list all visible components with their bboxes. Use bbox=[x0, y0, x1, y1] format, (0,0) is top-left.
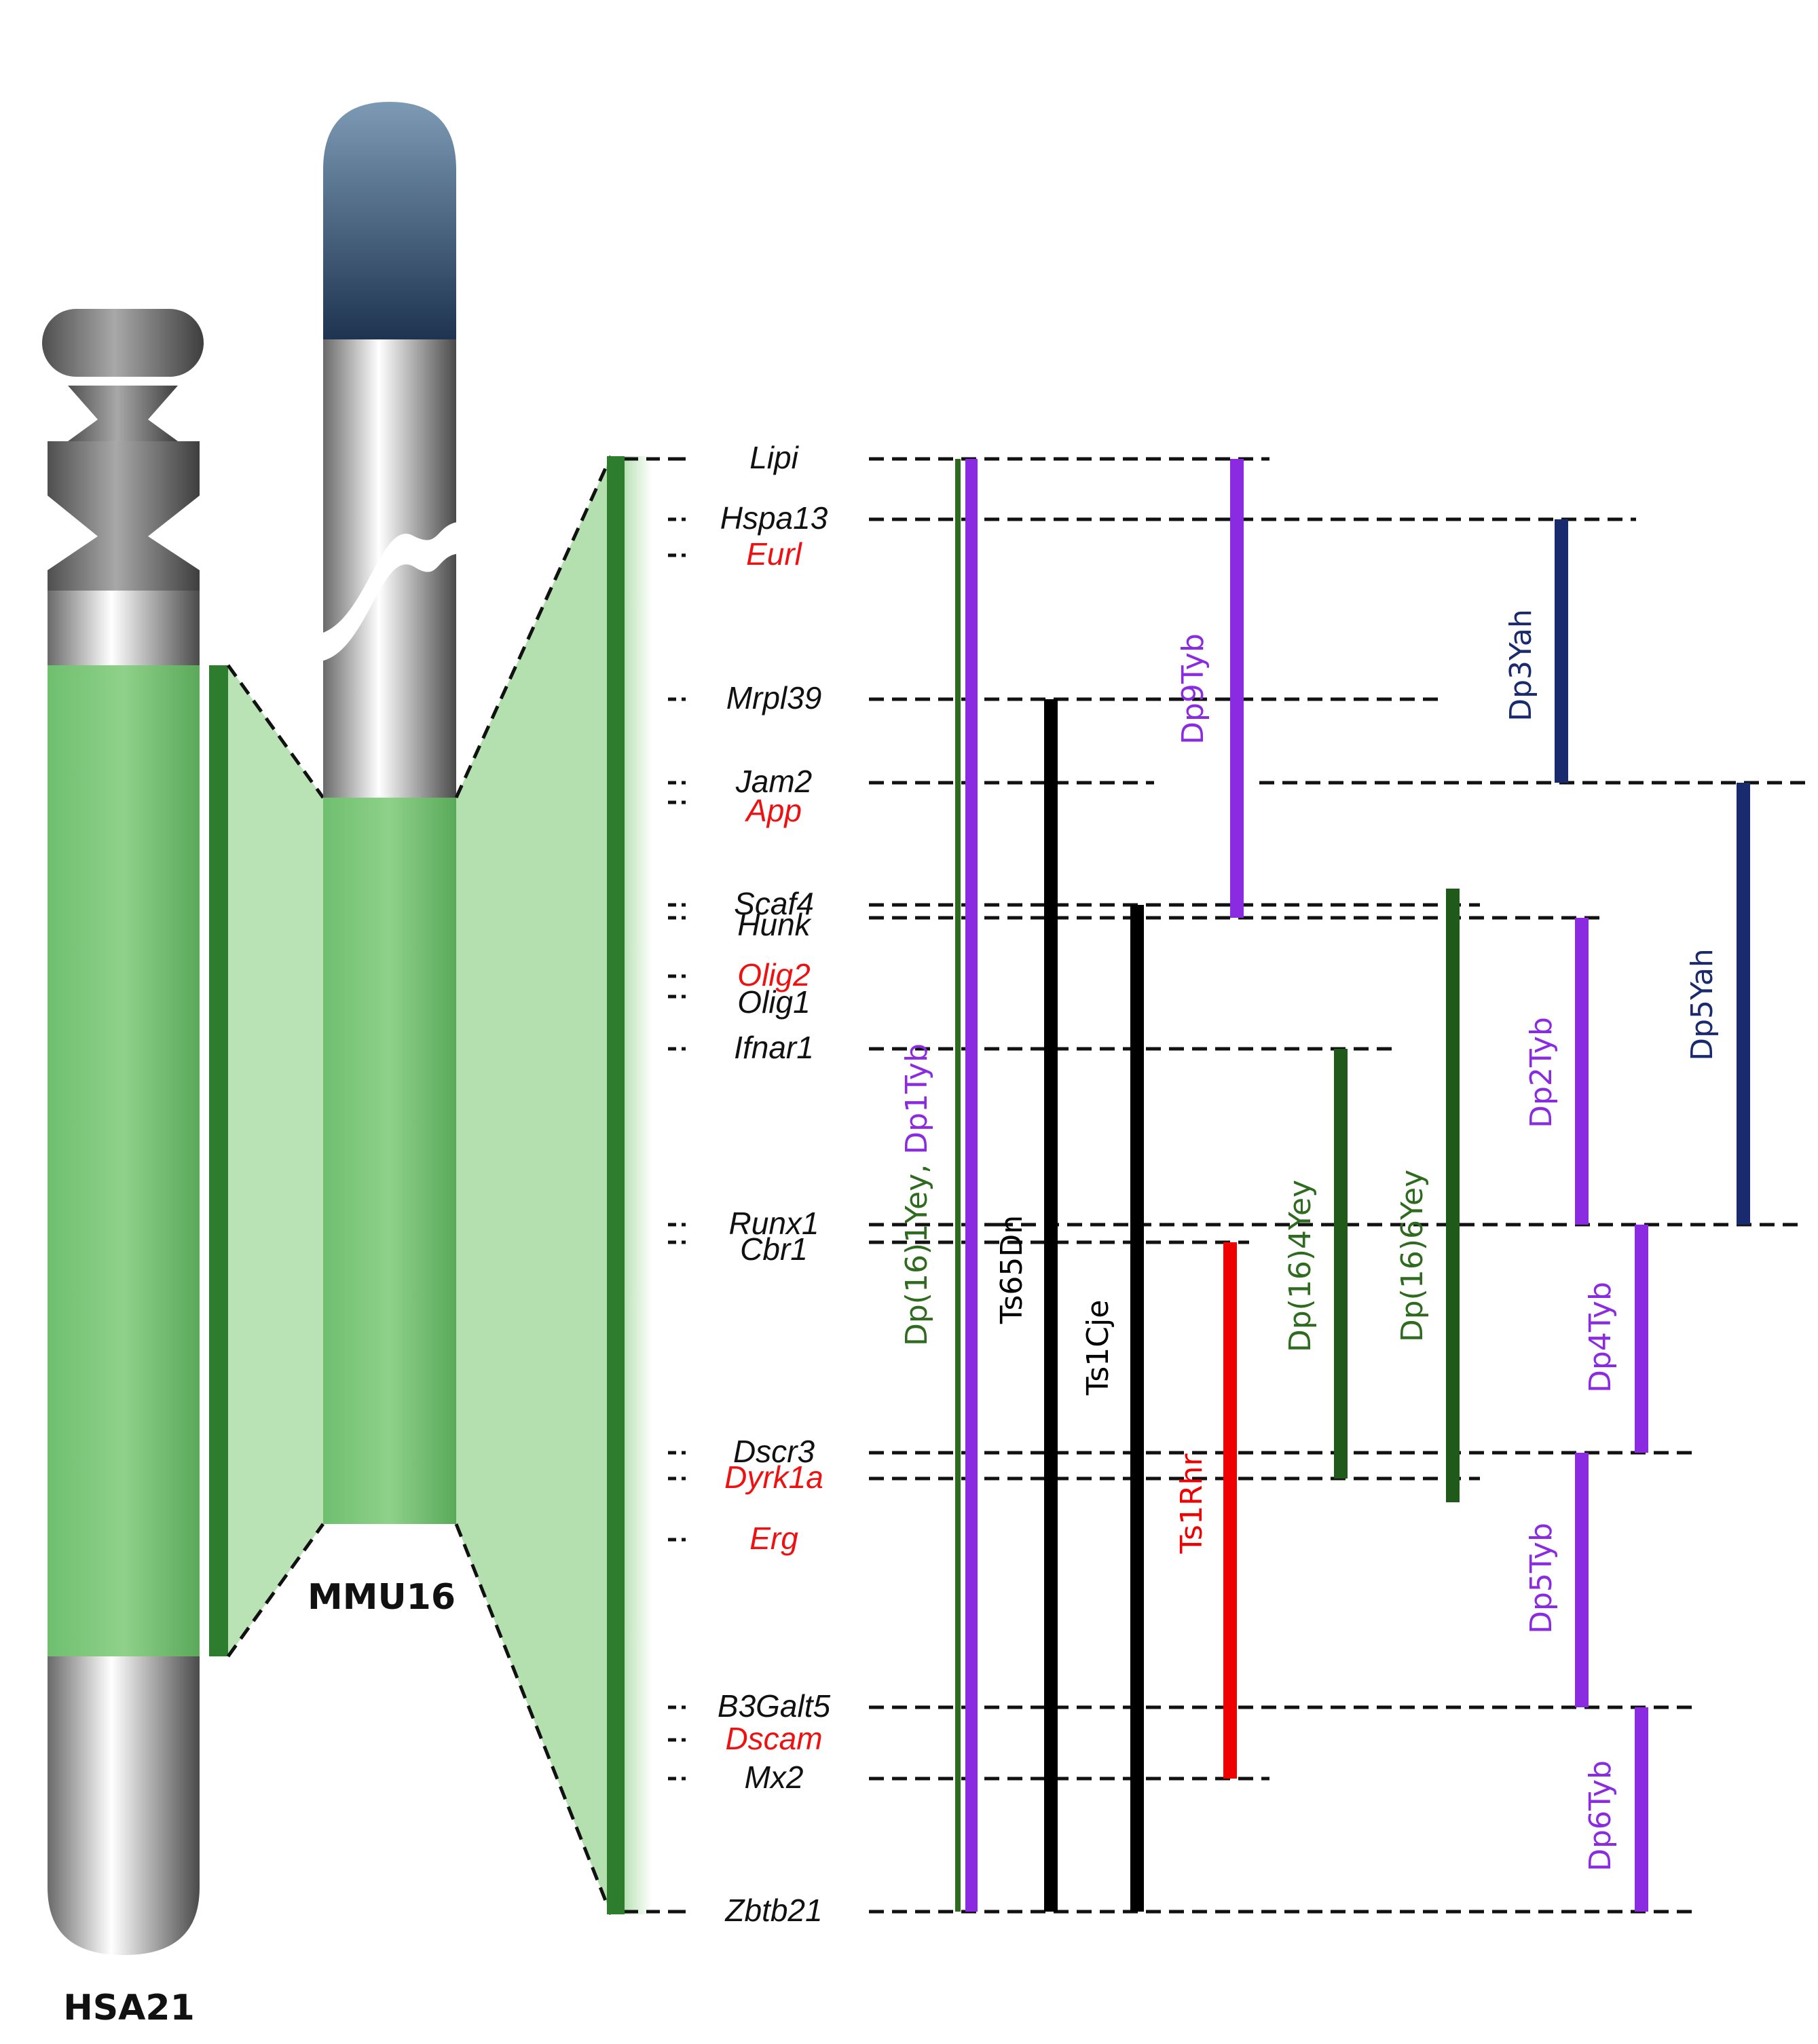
model-label-part: Dp9Tyb bbox=[1176, 633, 1210, 745]
model-label-dp5yah: Dp5Yah bbox=[1685, 948, 1720, 1060]
model-bar-ts65dn bbox=[1044, 699, 1058, 1912]
hsa21-green-region bbox=[48, 665, 200, 1656]
model-bar-dp3yah bbox=[1555, 519, 1568, 783]
model-label-part: Dp(16)4Yey bbox=[1283, 1180, 1318, 1352]
gene-label-b3galt5: B3Galt5 bbox=[718, 1688, 831, 1724]
model-label-ts65dn: Ts65Dn bbox=[995, 1215, 1029, 1324]
gene-label-dscam: Dscam bbox=[725, 1721, 822, 1756]
gene-label-dscr3: Dscr3 bbox=[733, 1434, 815, 1469]
model-label-dp16-4yey: Dp(16)4Yey bbox=[1283, 1180, 1318, 1352]
model-label-dp16-1yey: Dp(16)1Yey, Dp1Tyb bbox=[899, 1043, 934, 1346]
connector-top-right bbox=[454, 455, 613, 799]
model-bar-dp5yah bbox=[1737, 783, 1750, 1225]
model-bar-dp16-1yey bbox=[965, 459, 978, 1912]
model-label-ts1rhr: Ts1Rhr bbox=[1174, 1453, 1209, 1555]
gene-label-mrpl39: Mrpl39 bbox=[726, 680, 822, 716]
gene-label-lipi: Lipi bbox=[749, 440, 799, 475]
connector-bottom-left bbox=[226, 1523, 325, 1658]
model-bar-dp2tyb bbox=[1575, 918, 1589, 1225]
gene-label-app: App bbox=[744, 793, 802, 828]
hsa21-centromere bbox=[48, 496, 200, 591]
gene-label-scaf4: Scaf4 bbox=[734, 886, 814, 921]
mmu16-blue-tip bbox=[323, 102, 456, 339]
gene-label-hunk: Hunk bbox=[737, 907, 811, 942]
gene-label-jam2: Jam2 bbox=[735, 764, 812, 799]
gene-label-cbr1: Cbr1 bbox=[740, 1231, 808, 1267]
model-label-part: Dp3Yah bbox=[1504, 609, 1538, 721]
model-label-dp2tyb: Dp2Tyb bbox=[1524, 1017, 1559, 1128]
gene-label-olig2: Olig2 bbox=[737, 957, 810, 992]
model-label-part: Dp(16)1Yey, bbox=[899, 1155, 934, 1346]
model-bar-dp16-6yey bbox=[1446, 889, 1460, 1502]
mmu16-break-mark bbox=[316, 521, 463, 662]
gene-label-olig1: Olig1 bbox=[737, 984, 810, 1020]
model-label-part: Dp4Tyb bbox=[1583, 1282, 1618, 1393]
gene-label-eurl: Eurl bbox=[746, 536, 803, 572]
model-label-part: Dp1Tyb bbox=[899, 1043, 934, 1155]
model-label-part: Dp(16)6Yey bbox=[1395, 1170, 1430, 1342]
gene-label-zbtb21: Zbtb21 bbox=[724, 1893, 822, 1928]
model-label-ts1cje: Ts1Cje bbox=[1081, 1300, 1115, 1396]
model-bar-dp16-1yey bbox=[955, 459, 961, 1912]
model-label-part: Ts1Rhr bbox=[1174, 1453, 1209, 1555]
model-bar-dp9tyb bbox=[1230, 459, 1244, 918]
hsa21-chromosome: HSA21 bbox=[42, 309, 228, 2028]
gene-label-hspa13: Hspa13 bbox=[720, 500, 828, 536]
hsa21-syntenic-bar bbox=[209, 665, 228, 1656]
gene-label-erg: Erg bbox=[749, 1521, 798, 1556]
detail-region-bar bbox=[607, 456, 625, 1914]
model-label-part: Ts65Dn bbox=[995, 1215, 1029, 1324]
model-label-dp16-6yey: Dp(16)6Yey bbox=[1395, 1170, 1430, 1342]
gene-label-ifnar1: Ifnar1 bbox=[734, 1030, 814, 1065]
model-label-dp6tyb: Dp6Tyb bbox=[1583, 1760, 1618, 1872]
model-bar-dp4tyb bbox=[1635, 1225, 1648, 1453]
model-label-part: Dp6Tyb bbox=[1583, 1760, 1618, 1872]
model-bar-ts1rhr bbox=[1223, 1242, 1237, 1779]
model-label-dp9tyb: Dp9Tyb bbox=[1176, 633, 1210, 745]
gene-label-runx1: Runx1 bbox=[729, 1206, 819, 1241]
model-label-part: Ts1Cje bbox=[1081, 1300, 1115, 1396]
hsa21-p-arm bbox=[48, 441, 200, 496]
connector-bottom-right bbox=[454, 1523, 613, 1915]
synteny-connector-left bbox=[226, 664, 325, 1658]
model-bar-dp5tyb bbox=[1575, 1453, 1589, 1707]
hsa21-stalk bbox=[68, 386, 178, 441]
mmu16-label: MMU16 bbox=[308, 1577, 456, 1618]
synteny-fan-right bbox=[456, 456, 652, 1914]
hsa21-satellite bbox=[42, 309, 204, 377]
model-label-part: Dp5Tyb bbox=[1524, 1523, 1559, 1634]
model-label-part: Dp5Yah bbox=[1685, 948, 1720, 1060]
mmu16-green-region bbox=[323, 798, 456, 1524]
model-bar-dp6tyb bbox=[1635, 1707, 1648, 1912]
model-label-dp4tyb: Dp4Tyb bbox=[1583, 1282, 1618, 1393]
model-bar-dp16-4yey bbox=[1334, 1049, 1348, 1479]
model-label-dp5tyb: Dp5Tyb bbox=[1524, 1523, 1559, 1634]
gene-label-mx2: Mx2 bbox=[745, 1760, 804, 1795]
model-label-dp3yah: Dp3Yah bbox=[1504, 609, 1538, 721]
model-label-part: Dp2Tyb bbox=[1524, 1017, 1559, 1128]
synteny-connector-right bbox=[454, 455, 686, 1915]
gene-label-dyrk1a: Dyrk1a bbox=[724, 1460, 823, 1495]
model-bar-ts1cje bbox=[1130, 905, 1144, 1912]
hsa21-label: HSA21 bbox=[63, 1988, 195, 2028]
connector-top-left bbox=[226, 664, 325, 799]
synteny-fan-left bbox=[228, 665, 323, 1656]
mmu16-chromosome: MMU16 bbox=[308, 102, 463, 1618]
